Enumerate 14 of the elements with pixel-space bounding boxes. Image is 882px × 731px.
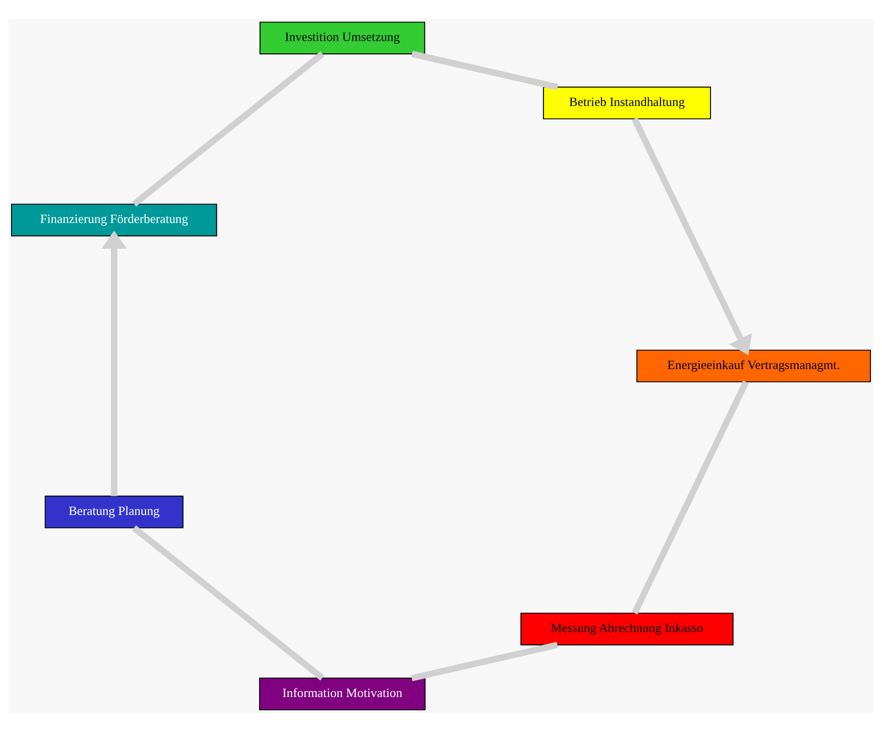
connector	[411, 641, 558, 681]
node-box: Beratung Planung	[44, 495, 184, 528]
node-box: Investition Umsetzung	[260, 21, 426, 54]
node-box: Information Motivation	[259, 677, 426, 710]
connector	[632, 380, 749, 614]
connector	[132, 524, 324, 680]
node-box: Betrieb Instandhaltung	[542, 86, 711, 119]
connector	[132, 50, 324, 206]
connector	[411, 50, 558, 90]
node-box: Messung Abrechnung Inkasso	[520, 612, 734, 645]
arrow	[632, 116, 752, 355]
node-box: Energieeinkauf Vertragsmanagmt.	[636, 349, 871, 382]
node-box: Finanzierung Förderberatung	[11, 203, 218, 236]
arrow	[101, 230, 127, 496]
